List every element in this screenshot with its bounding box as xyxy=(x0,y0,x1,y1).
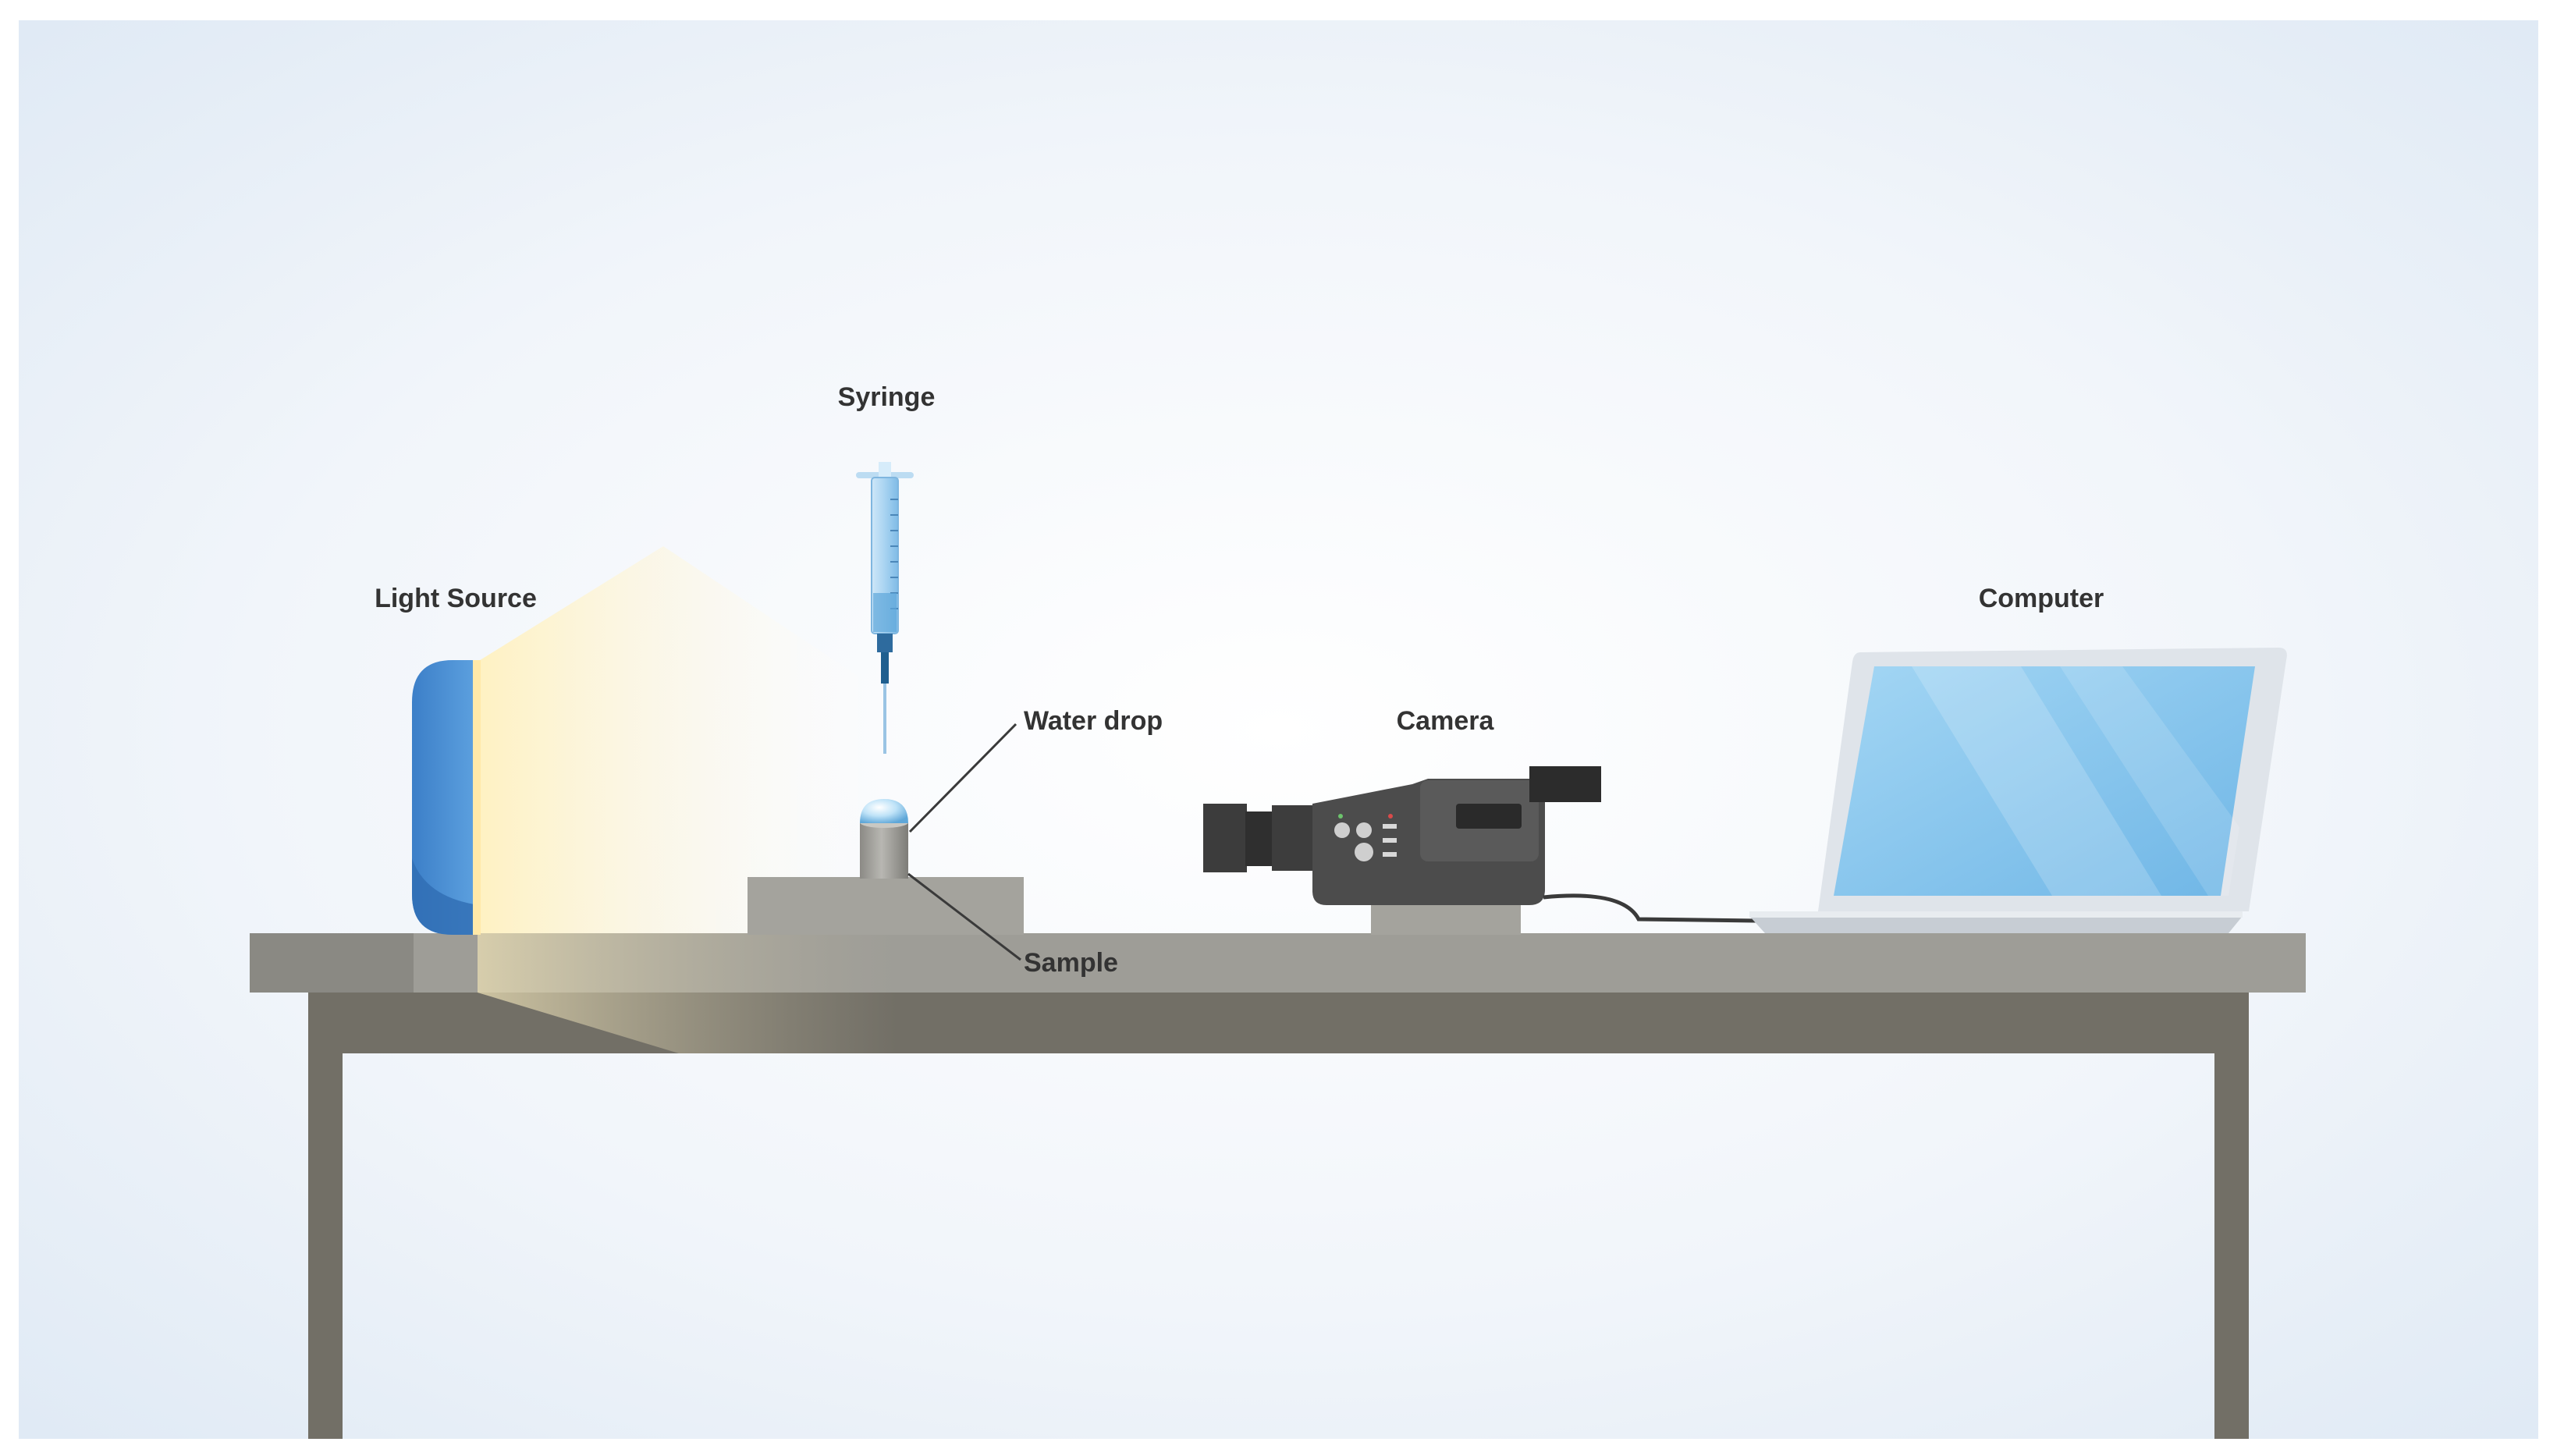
laptop-base-edge xyxy=(1749,911,2243,918)
light-beam-on-table xyxy=(478,933,897,1053)
syringe-needle xyxy=(883,684,886,754)
sample xyxy=(860,822,908,879)
sample-leader-line xyxy=(907,872,1021,961)
light-source xyxy=(412,660,481,935)
camera-switch-1 xyxy=(1383,824,1397,829)
light-source-lens xyxy=(473,660,481,935)
camera-button-1 xyxy=(1334,822,1350,838)
camera-lens-front xyxy=(1203,804,1247,872)
computer xyxy=(1749,648,2287,933)
camera-lens-mid xyxy=(1245,811,1273,866)
camera-led-green xyxy=(1338,814,1343,819)
laptop-base xyxy=(1749,916,2243,933)
syringe-tip xyxy=(877,634,893,652)
label-syringe: Syringe xyxy=(838,382,936,412)
light-source-body xyxy=(412,660,479,935)
camera-display xyxy=(1456,804,1522,829)
label-water-drop: Water drop xyxy=(1024,706,1163,736)
table-top-shadow xyxy=(250,933,414,993)
camera-button-2 xyxy=(1356,822,1372,838)
light-source-shade xyxy=(412,858,479,935)
label-camera: Camera xyxy=(1397,706,1495,736)
label-light-source: Light Source xyxy=(375,584,537,613)
camera-led-red xyxy=(1388,814,1393,819)
syringe xyxy=(856,462,914,754)
camera-cable xyxy=(1543,893,1756,923)
camera-switch-2 xyxy=(1383,838,1397,843)
light-beam xyxy=(478,546,897,933)
camera-stand xyxy=(1371,905,1521,935)
label-sample: Sample xyxy=(1024,948,1118,978)
syringe-hub xyxy=(881,652,889,684)
camera xyxy=(1203,766,1601,935)
label-computer: Computer xyxy=(1979,584,2104,613)
sample-stage xyxy=(748,799,1024,935)
syringe-liquid xyxy=(873,593,897,632)
camera-button-3 xyxy=(1355,843,1373,861)
camera-switch-3 xyxy=(1383,852,1397,857)
water-drop xyxy=(860,799,908,823)
camera-viewfinder xyxy=(1529,766,1601,802)
laptop-screen xyxy=(1834,666,2255,896)
camera-lens-back xyxy=(1272,805,1312,871)
syringe-plunger-rod xyxy=(879,462,891,478)
water-drop-leader-line xyxy=(908,723,1017,833)
screen-glare-1 xyxy=(1912,666,2161,896)
table-leg-right xyxy=(2214,991,2249,1439)
screen-glare-2 xyxy=(2060,666,2239,896)
table-leg-left xyxy=(308,991,343,1439)
stage-block xyxy=(748,877,1024,935)
